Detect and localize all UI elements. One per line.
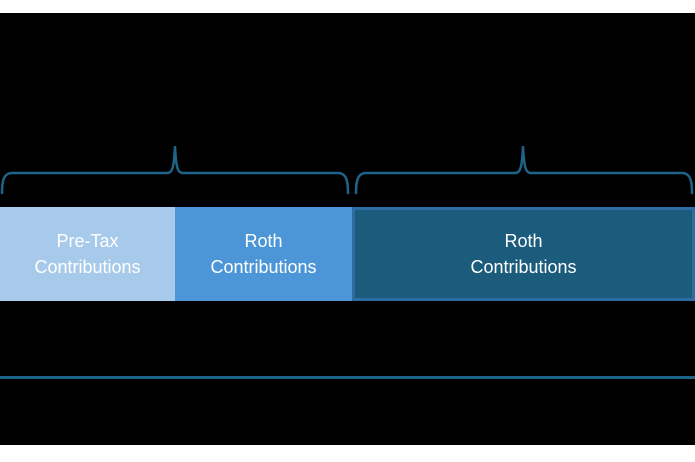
segment-pretax-contributions: Pre-Tax Contributions — [0, 207, 175, 301]
top-margin — [0, 0, 695, 13]
segment-roth-contributions-2: Roth Contributions — [352, 207, 695, 301]
contribution-bar: Pre-Tax Contributions Roth Contributions… — [0, 207, 695, 301]
separator-line — [0, 376, 695, 379]
bottom-margin — [0, 445, 695, 462]
right-brace-icon — [354, 145, 694, 195]
segment-roth-contributions: Roth Contributions — [175, 207, 352, 301]
left-brace-icon — [0, 145, 350, 195]
